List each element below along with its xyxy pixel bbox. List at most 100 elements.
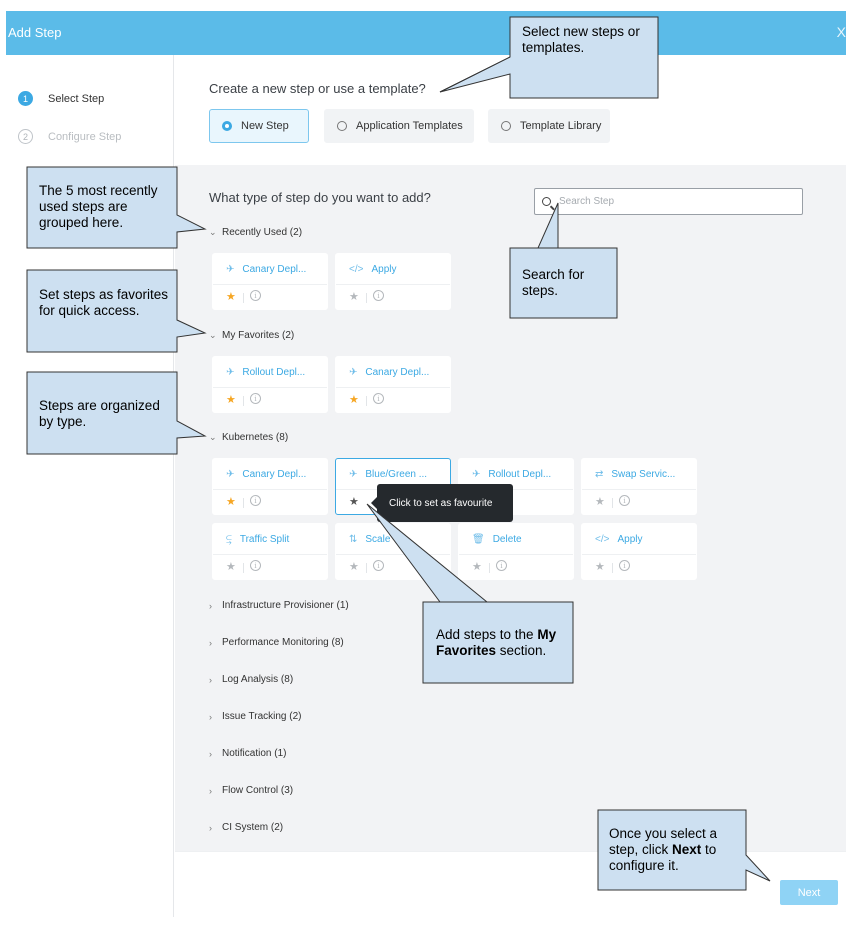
info-icon[interactable]: i <box>619 495 630 506</box>
section-log-analysis[interactable]: › Log Analysis (8) <box>209 674 293 685</box>
search-input[interactable] <box>559 196 779 207</box>
canary-icon: ✈ <box>226 264 235 275</box>
wizard-step-configure[interactable]: 2 Configure Step <box>18 129 121 144</box>
step-card[interactable]: ⇄ Swap Servic... ★ i <box>581 458 697 515</box>
info-icon[interactable]: i <box>619 560 630 571</box>
section-infrastructure-provisioner[interactable]: ›Infrastructure Provisioner (1) <box>209 600 349 611</box>
code-icon: </> <box>595 534 610 545</box>
section-title: CI System (2) <box>222 822 284 833</box>
info-icon[interactable]: i <box>373 290 384 301</box>
star-icon[interactable]: ★ <box>595 496 605 508</box>
section-ci-system[interactable]: › CI System (2) <box>209 822 283 833</box>
section-title: Log Analysis (8) <box>222 674 294 685</box>
step-card[interactable]: ✈ Canary Depl... ★ i <box>212 458 328 515</box>
info-icon[interactable]: i <box>250 290 261 301</box>
step-card[interactable]: 🗑Delete ★i <box>458 523 574 580</box>
chevron-right-icon: › <box>209 785 212 796</box>
chevron-right-icon: › <box>209 674 212 685</box>
step-card[interactable]: ⥹ Traffic Split ★ i <box>212 523 328 580</box>
radio-icon <box>501 121 511 131</box>
callout-select-new-text: Select new steps or templates. <box>522 24 640 55</box>
favorite-star-icon[interactable]: ★ <box>226 291 236 303</box>
split-icon: ⥹ <box>226 534 232 545</box>
step-card[interactable]: ⇅Scale ★i <box>335 523 451 580</box>
step-card-name: Canary Depl... <box>242 469 307 480</box>
step-card-name: Apply <box>371 264 397 275</box>
chevron-right-icon: › <box>209 822 212 833</box>
close-icon[interactable]: X <box>836 24 846 40</box>
step-card-name: Blue/Green ... <box>365 469 428 480</box>
search-icon <box>542 197 551 206</box>
star-icon[interactable]: ★ <box>472 561 482 573</box>
section-notification[interactable]: ›Notification (1) <box>209 748 286 759</box>
info-icon[interactable]: i <box>250 393 261 404</box>
step-label: Configure Step <box>48 130 122 143</box>
info-icon[interactable]: i <box>373 393 384 404</box>
info-icon[interactable]: i <box>250 560 261 571</box>
star-icon[interactable]: ★ <box>349 561 359 573</box>
star-icon[interactable]: ★ <box>349 496 359 508</box>
create-question: Create a new step or use a template? <box>209 81 426 96</box>
canary-icon: ✈ <box>349 367 358 378</box>
info-icon[interactable]: i <box>250 495 261 506</box>
section-title: Issue Tracking (2) <box>222 711 302 722</box>
star-icon[interactable]: ★ <box>226 561 236 573</box>
option-label: Template Library <box>520 120 602 132</box>
rollout-icon: ✈ <box>226 367 235 378</box>
section-title: Flow Control (3) <box>222 785 294 796</box>
favorite-star-icon[interactable]: ★ <box>226 496 236 508</box>
chevron-right-icon: › <box>209 600 212 611</box>
wizard-step-select[interactable]: 1 Select Step <box>18 91 104 106</box>
section-issue-tracking[interactable]: ›Issue Tracking (2) <box>209 711 301 722</box>
info-icon[interactable]: i <box>373 560 384 571</box>
new-step-option[interactable]: New Step <box>209 109 309 143</box>
section-my-favorites[interactable]: ⌄ My Favorites (2) <box>209 330 294 341</box>
callout-search-text: Search for steps. <box>522 267 585 298</box>
callout-recent-text: The 5 most recently used steps are group… <box>39 183 158 230</box>
option-label: New Step <box>241 120 289 132</box>
chevron-down-icon: ⌄ <box>209 227 217 237</box>
canary-icon: ✈ <box>226 469 235 480</box>
rollout-icon: ✈ <box>349 469 358 480</box>
step-card[interactable]: </> Apply ★ i <box>581 523 697 580</box>
template-library-option[interactable]: Template Library <box>488 109 610 143</box>
chevron-down-icon: ⌄ <box>209 330 217 340</box>
scale-icon: ⇅ <box>349 534 358 545</box>
swap-icon: ⇄ <box>595 469 604 480</box>
step-card-name: Apply <box>617 534 643 545</box>
dialog-bottom <box>6 917 846 930</box>
section-title: Recently Used (2) <box>222 227 303 238</box>
chevron-right-icon: › <box>209 637 212 648</box>
dialog-title: Add Step <box>8 25 62 40</box>
application-templates-option[interactable]: Application Templates <box>324 109 474 143</box>
chevron-right-icon: › <box>209 748 212 759</box>
next-button[interactable]: Next <box>780 880 838 905</box>
section-title: My Favorites (2) <box>222 330 295 341</box>
step-number: 1 <box>18 91 33 106</box>
step-card-name: Traffic Split <box>239 534 290 545</box>
step-card[interactable]: ✈ Canary Depl... ★ i <box>212 253 328 310</box>
step-card-name: Rollout Depl... <box>242 367 306 378</box>
step-card[interactable]: ✈ Canary Depl... ★ i <box>335 356 451 413</box>
step-card[interactable]: ✈ Rollout Depl... ★ i <box>212 356 328 413</box>
step-card-name: Swap Servic... <box>611 469 676 480</box>
info-icon[interactable]: i <box>496 560 507 571</box>
favorite-star-icon[interactable]: ★ <box>226 394 236 406</box>
callout-next-text: Once you select a step, click Next to co… <box>609 826 718 873</box>
search-step[interactable] <box>534 188 803 215</box>
star-icon[interactable]: ★ <box>349 291 359 303</box>
rollout-icon: ✈ <box>472 469 481 480</box>
step-card-name: Canary Depl... <box>242 264 307 275</box>
step-card[interactable]: </>Apply ★i <box>335 253 451 310</box>
section-recently-used[interactable]: ⌄ Recently Used (2) <box>209 227 302 238</box>
favourite-tooltip: Click to set as favourite <box>371 484 513 522</box>
section-flow-control[interactable]: › Flow Control (3) <box>209 785 293 796</box>
step-number: 2 <box>18 129 33 144</box>
step-card-name: Canary Depl... <box>365 367 430 378</box>
favorite-star-icon[interactable]: ★ <box>349 394 359 406</box>
section-kubernetes[interactable]: ⌄Kubernetes (8) <box>209 432 288 443</box>
radio-icon <box>337 121 347 131</box>
star-icon[interactable]: ★ <box>595 561 605 573</box>
callout-add-favorites-text: Add steps to the My Favorites section. <box>436 627 557 658</box>
section-performance-monitoring[interactable]: ›Performance Monitoring (8) <box>209 637 344 648</box>
